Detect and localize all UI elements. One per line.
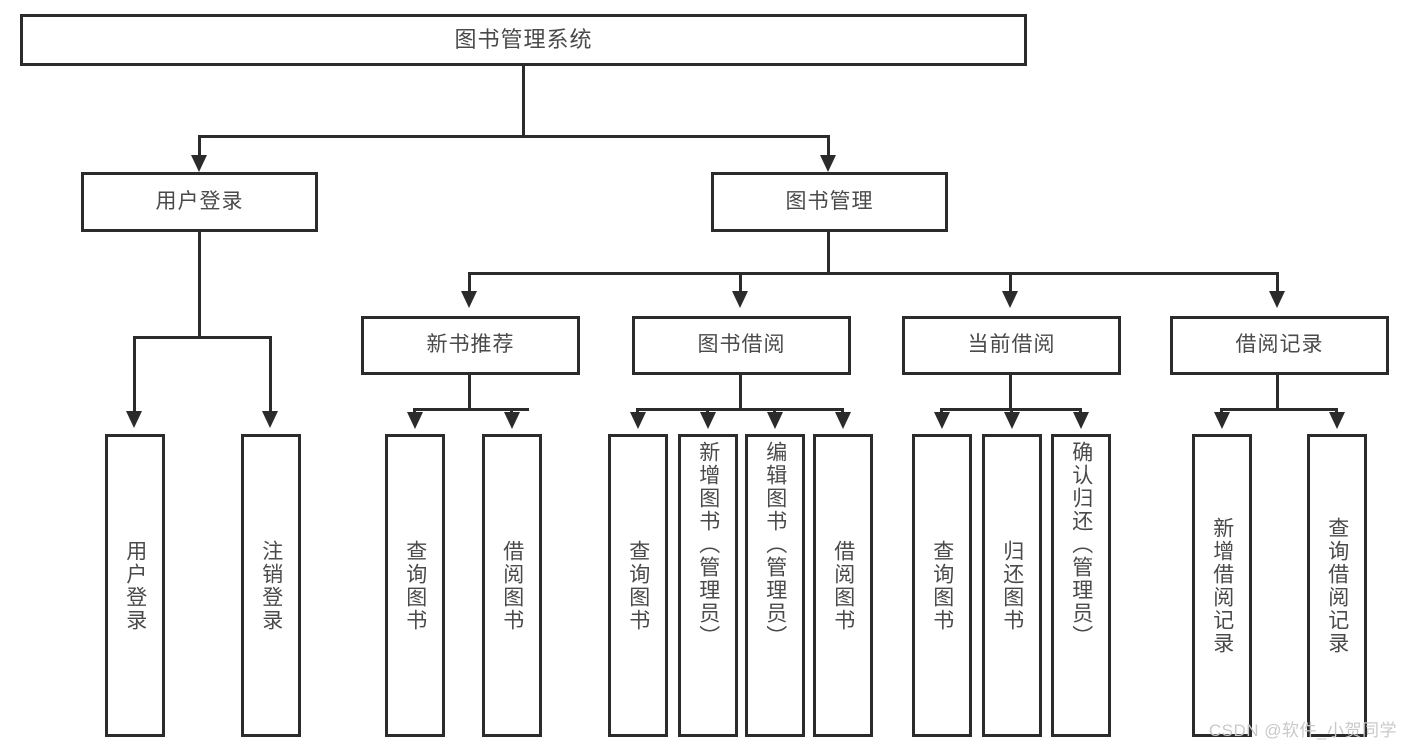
- connector-book-borrow-stem: [739, 375, 742, 411]
- node-current-borrow[interactable]: 当前借阅: [902, 316, 1121, 375]
- arrow-book-borrow-leaf-3: [767, 412, 783, 429]
- connector-new-book-bus: [413, 408, 529, 411]
- node-label: 用户登录: [155, 189, 244, 213]
- node-label: 新增借阅记录: [1210, 516, 1234, 655]
- node-book-borrow[interactable]: 图书借阅: [632, 316, 851, 375]
- node-label: 编辑图书（管理员）: [763, 441, 787, 648]
- arrow-to-book-borrow: [732, 291, 748, 308]
- leaf-current-borrow-query-book[interactable]: 查询图书: [912, 434, 972, 737]
- arrow-to-current-borrow: [1002, 291, 1018, 308]
- arrow-to-user-login: [191, 155, 207, 172]
- node-label: 归还图书: [1000, 539, 1024, 632]
- connector-borrow-record-bus: [1220, 408, 1338, 411]
- arrow-to-new-book: [461, 291, 477, 308]
- arrow-book-borrow-leaf-2: [700, 412, 716, 429]
- arrow-book-borrow-leaf-4: [835, 412, 851, 429]
- leaf-new-book-query-book[interactable]: 查询图书: [385, 434, 445, 737]
- node-label: 图书借阅: [697, 333, 786, 357]
- connector-user-login-leaf-2: [269, 336, 272, 414]
- connector-level3-bus: [468, 272, 1279, 275]
- connector-root-stem: [522, 66, 525, 137]
- node-label: 确认归还（管理员）: [1069, 441, 1093, 648]
- connector-current-borrow-stem: [1009, 375, 1012, 411]
- connector-to-book-management: [827, 135, 830, 158]
- leaf-book-borrow-edit-book[interactable]: 编辑图书（管理员）: [745, 434, 805, 737]
- leaf-book-borrow-add-book[interactable]: 新增图书（管理员）: [678, 434, 738, 737]
- arrow-to-borrow-record: [1269, 291, 1285, 308]
- node-label: 新增图书（管理员）: [696, 441, 720, 648]
- leaf-borrow-record-query-record[interactable]: 查询借阅记录: [1307, 434, 1367, 737]
- connector-book-borrow-bus: [636, 408, 843, 411]
- connector-to-new-book: [468, 272, 471, 294]
- node-user-login[interactable]: 用户登录: [81, 172, 318, 232]
- arrow-book-borrow-leaf-1: [630, 412, 646, 429]
- connector-to-book-borrow: [739, 272, 742, 294]
- arrow-user-login-leaf-2: [262, 411, 278, 428]
- leaf-new-book-borrow-book[interactable]: 借阅图书: [482, 434, 542, 737]
- connector-user-login-leaf-1: [133, 336, 136, 414]
- connector-new-book-stem: [468, 375, 471, 411]
- arrow-borrow-record-leaf-2: [1329, 412, 1345, 429]
- leaf-borrow-record-add-record[interactable]: 新增借阅记录: [1192, 434, 1252, 737]
- arrow-new-book-leaf-2: [504, 412, 520, 429]
- leaf-book-borrow-borrow-book[interactable]: 借阅图书: [813, 434, 873, 737]
- node-label: 图书管理系统: [454, 27, 593, 53]
- node-label: 新书推荐: [426, 333, 515, 357]
- node-label: 查询借阅记录: [1325, 516, 1349, 655]
- node-book-management[interactable]: 图书管理: [711, 172, 948, 232]
- arrow-current-borrow-leaf-3: [1073, 412, 1089, 429]
- arrow-user-login-leaf-1: [126, 411, 142, 428]
- leaf-current-borrow-confirm-return[interactable]: 确认归还（管理员）: [1051, 434, 1111, 737]
- connector-to-user-login: [198, 135, 201, 158]
- node-new-book-recommend[interactable]: 新书推荐: [361, 316, 580, 375]
- arrow-borrow-record-leaf-1: [1214, 412, 1230, 429]
- connector-to-current-borrow: [1009, 272, 1012, 294]
- node-label: 查询图书: [403, 539, 427, 632]
- node-root-book-management-system[interactable]: 图书管理系统: [20, 14, 1027, 66]
- arrow-to-book-management: [820, 155, 836, 172]
- arrow-current-borrow-leaf-1: [934, 412, 950, 429]
- node-label: 查询图书: [930, 539, 954, 632]
- node-label: 当前借阅: [967, 333, 1056, 357]
- node-label: 图书管理: [785, 189, 874, 213]
- node-label: 注销登录: [259, 539, 283, 632]
- connector-book-management-stem: [827, 232, 830, 274]
- watermark: CSDN @软件_小贺同学: [1208, 721, 1397, 740]
- node-label: 查询图书: [626, 539, 650, 632]
- connector-user-login-bus: [133, 336, 271, 339]
- leaf-user-login-logout[interactable]: 注销登录: [241, 434, 301, 737]
- arrow-new-book-leaf-1: [407, 412, 423, 429]
- node-label: 借阅图书: [500, 539, 524, 632]
- connector-user-login-stem: [198, 232, 201, 338]
- leaf-user-login-user-login[interactable]: 用户登录: [105, 434, 165, 737]
- leaf-current-borrow-return-book[interactable]: 归还图书: [982, 434, 1042, 737]
- node-label: 用户登录: [123, 539, 147, 632]
- node-label: 借阅图书: [831, 539, 855, 632]
- connector-level2-bus: [198, 135, 830, 138]
- leaf-book-borrow-query-book[interactable]: 查询图书: [608, 434, 668, 737]
- node-borrow-record[interactable]: 借阅记录: [1170, 316, 1389, 375]
- arrow-current-borrow-leaf-2: [1004, 412, 1020, 429]
- connector-to-borrow-record: [1276, 272, 1279, 294]
- node-label: 借阅记录: [1235, 333, 1324, 357]
- connector-borrow-record-stem: [1276, 375, 1279, 411]
